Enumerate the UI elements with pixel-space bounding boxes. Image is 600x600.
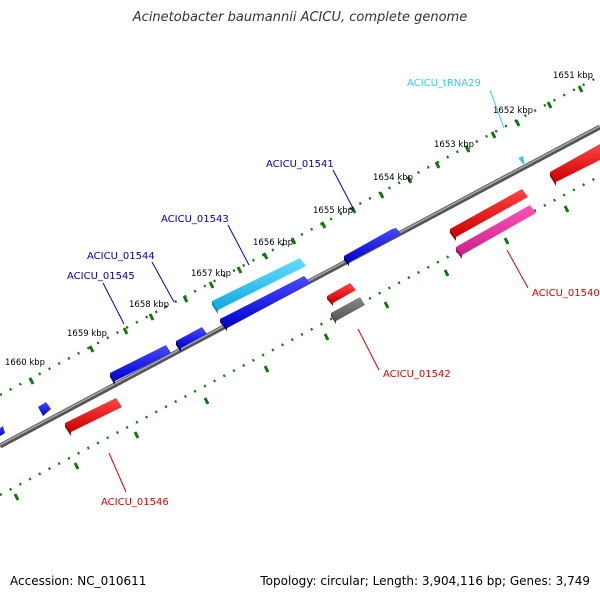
gene-label-01544: ACICU_01544 — [87, 251, 155, 262]
accession-text: Accession: NC_010611 — [10, 574, 147, 588]
tick-label: 1655 kbp — [313, 206, 353, 216]
tick-label: 1660 kbp — [5, 358, 45, 368]
tick-label: 1651 kbp — [553, 71, 593, 81]
gene-label-01542: ACICU_01542 — [383, 369, 451, 380]
tick-label: 1657 kbp — [191, 269, 231, 279]
tick-label: 1659 kbp — [67, 329, 107, 339]
gene-small-blue[interactable] — [38, 402, 51, 416]
gene-ACICU_01545[interactable] — [110, 345, 171, 385]
gene-ACICU_01543[interactable] — [212, 258, 306, 314]
gene-ACICU_01540[interactable] — [450, 144, 600, 259]
gene-label-01543: ACICU_01543 — [161, 214, 229, 225]
tick-label: 1653 kbp — [434, 140, 474, 150]
tick-label: 1658 kbp — [129, 300, 169, 310]
gene-ACICU_01543-inner[interactable] — [220, 276, 311, 331]
gene-ACICU_01542[interactable] — [327, 283, 365, 324]
tick-label: 1654 kbp — [373, 173, 413, 183]
gene-label-tRNA29: ACICU_tRNA29 — [407, 78, 481, 89]
tick-label: 1652 kbp — [493, 106, 533, 116]
gene-ACICU_tRNA29[interactable] — [518, 156, 525, 166]
topology-text: Topology: circular; Length: 3,904,116 bp… — [260, 574, 590, 588]
gene-ACICU_01546[interactable] — [65, 398, 122, 436]
major-tick-marks — [28, 85, 584, 385]
gene-blue-edge[interactable] — [0, 426, 5, 436]
gene-ACICU_01544[interactable] — [176, 327, 207, 352]
map-title: Acinetobacter baumannii ACICU, complete … — [132, 10, 468, 25]
label-leaders — [102, 89, 529, 493]
tick-labels: 1651 kbp 1652 kbp 1653 kbp 1654 kbp 1655… — [5, 71, 593, 368]
tick-label: 1656 kbp — [253, 238, 293, 248]
inner-major-tick-marks — [13, 205, 570, 501]
gene-label-01540: ACICU_01540 — [532, 288, 600, 299]
gene-ACICU_01541[interactable] — [344, 228, 401, 266]
gene-label-01546: ACICU_01546 — [101, 497, 169, 508]
gene-label-01545: ACICU_01545 — [67, 271, 135, 282]
gene-label-01541: ACICU_01541 — [266, 159, 334, 170]
